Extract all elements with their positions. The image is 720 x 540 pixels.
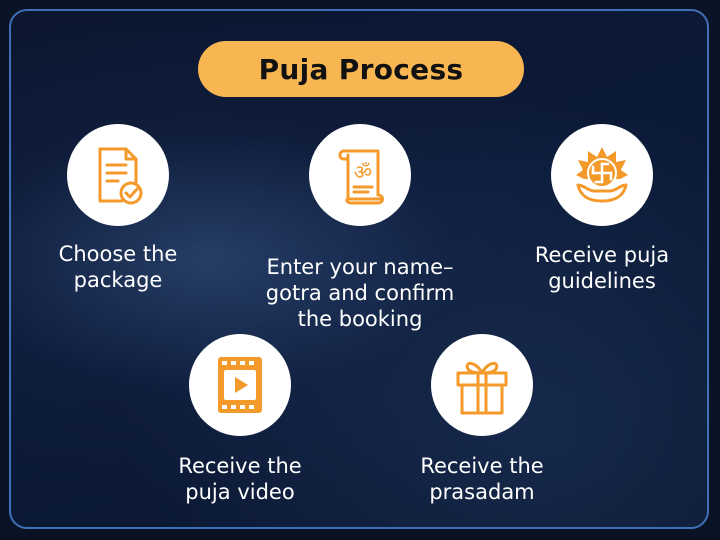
step-2-icon-circle: ॐ (309, 124, 411, 226)
step-3-label: Receive puja guidelines (534, 243, 670, 293)
step-4-label: Receive the puja video (178, 454, 302, 504)
svg-text:ॐ: ॐ (354, 160, 372, 184)
step-1-icon-circle (67, 124, 169, 226)
swastik-lotus-icon (576, 147, 628, 203)
step-4-icon-circle (189, 334, 291, 436)
step-5-label: Receive the prasadam (420, 454, 544, 504)
puja-process-card: Puja Process Choose the package ॐ Enter … (9, 9, 709, 529)
document-check-icon (98, 147, 143, 205)
om-scroll-icon: ॐ (338, 149, 384, 205)
step-3-icon-circle (551, 124, 653, 226)
step-1-label: Choose the package (58, 242, 178, 292)
page-title: Puja Process (258, 52, 464, 86)
step-5-icon-circle (431, 334, 533, 436)
step-2-label: Enter your name– gotra and confirm the b… (265, 255, 455, 331)
gift-box-icon (456, 362, 508, 415)
video-film-icon (218, 357, 262, 413)
title-pill: Puja Process (198, 41, 524, 97)
